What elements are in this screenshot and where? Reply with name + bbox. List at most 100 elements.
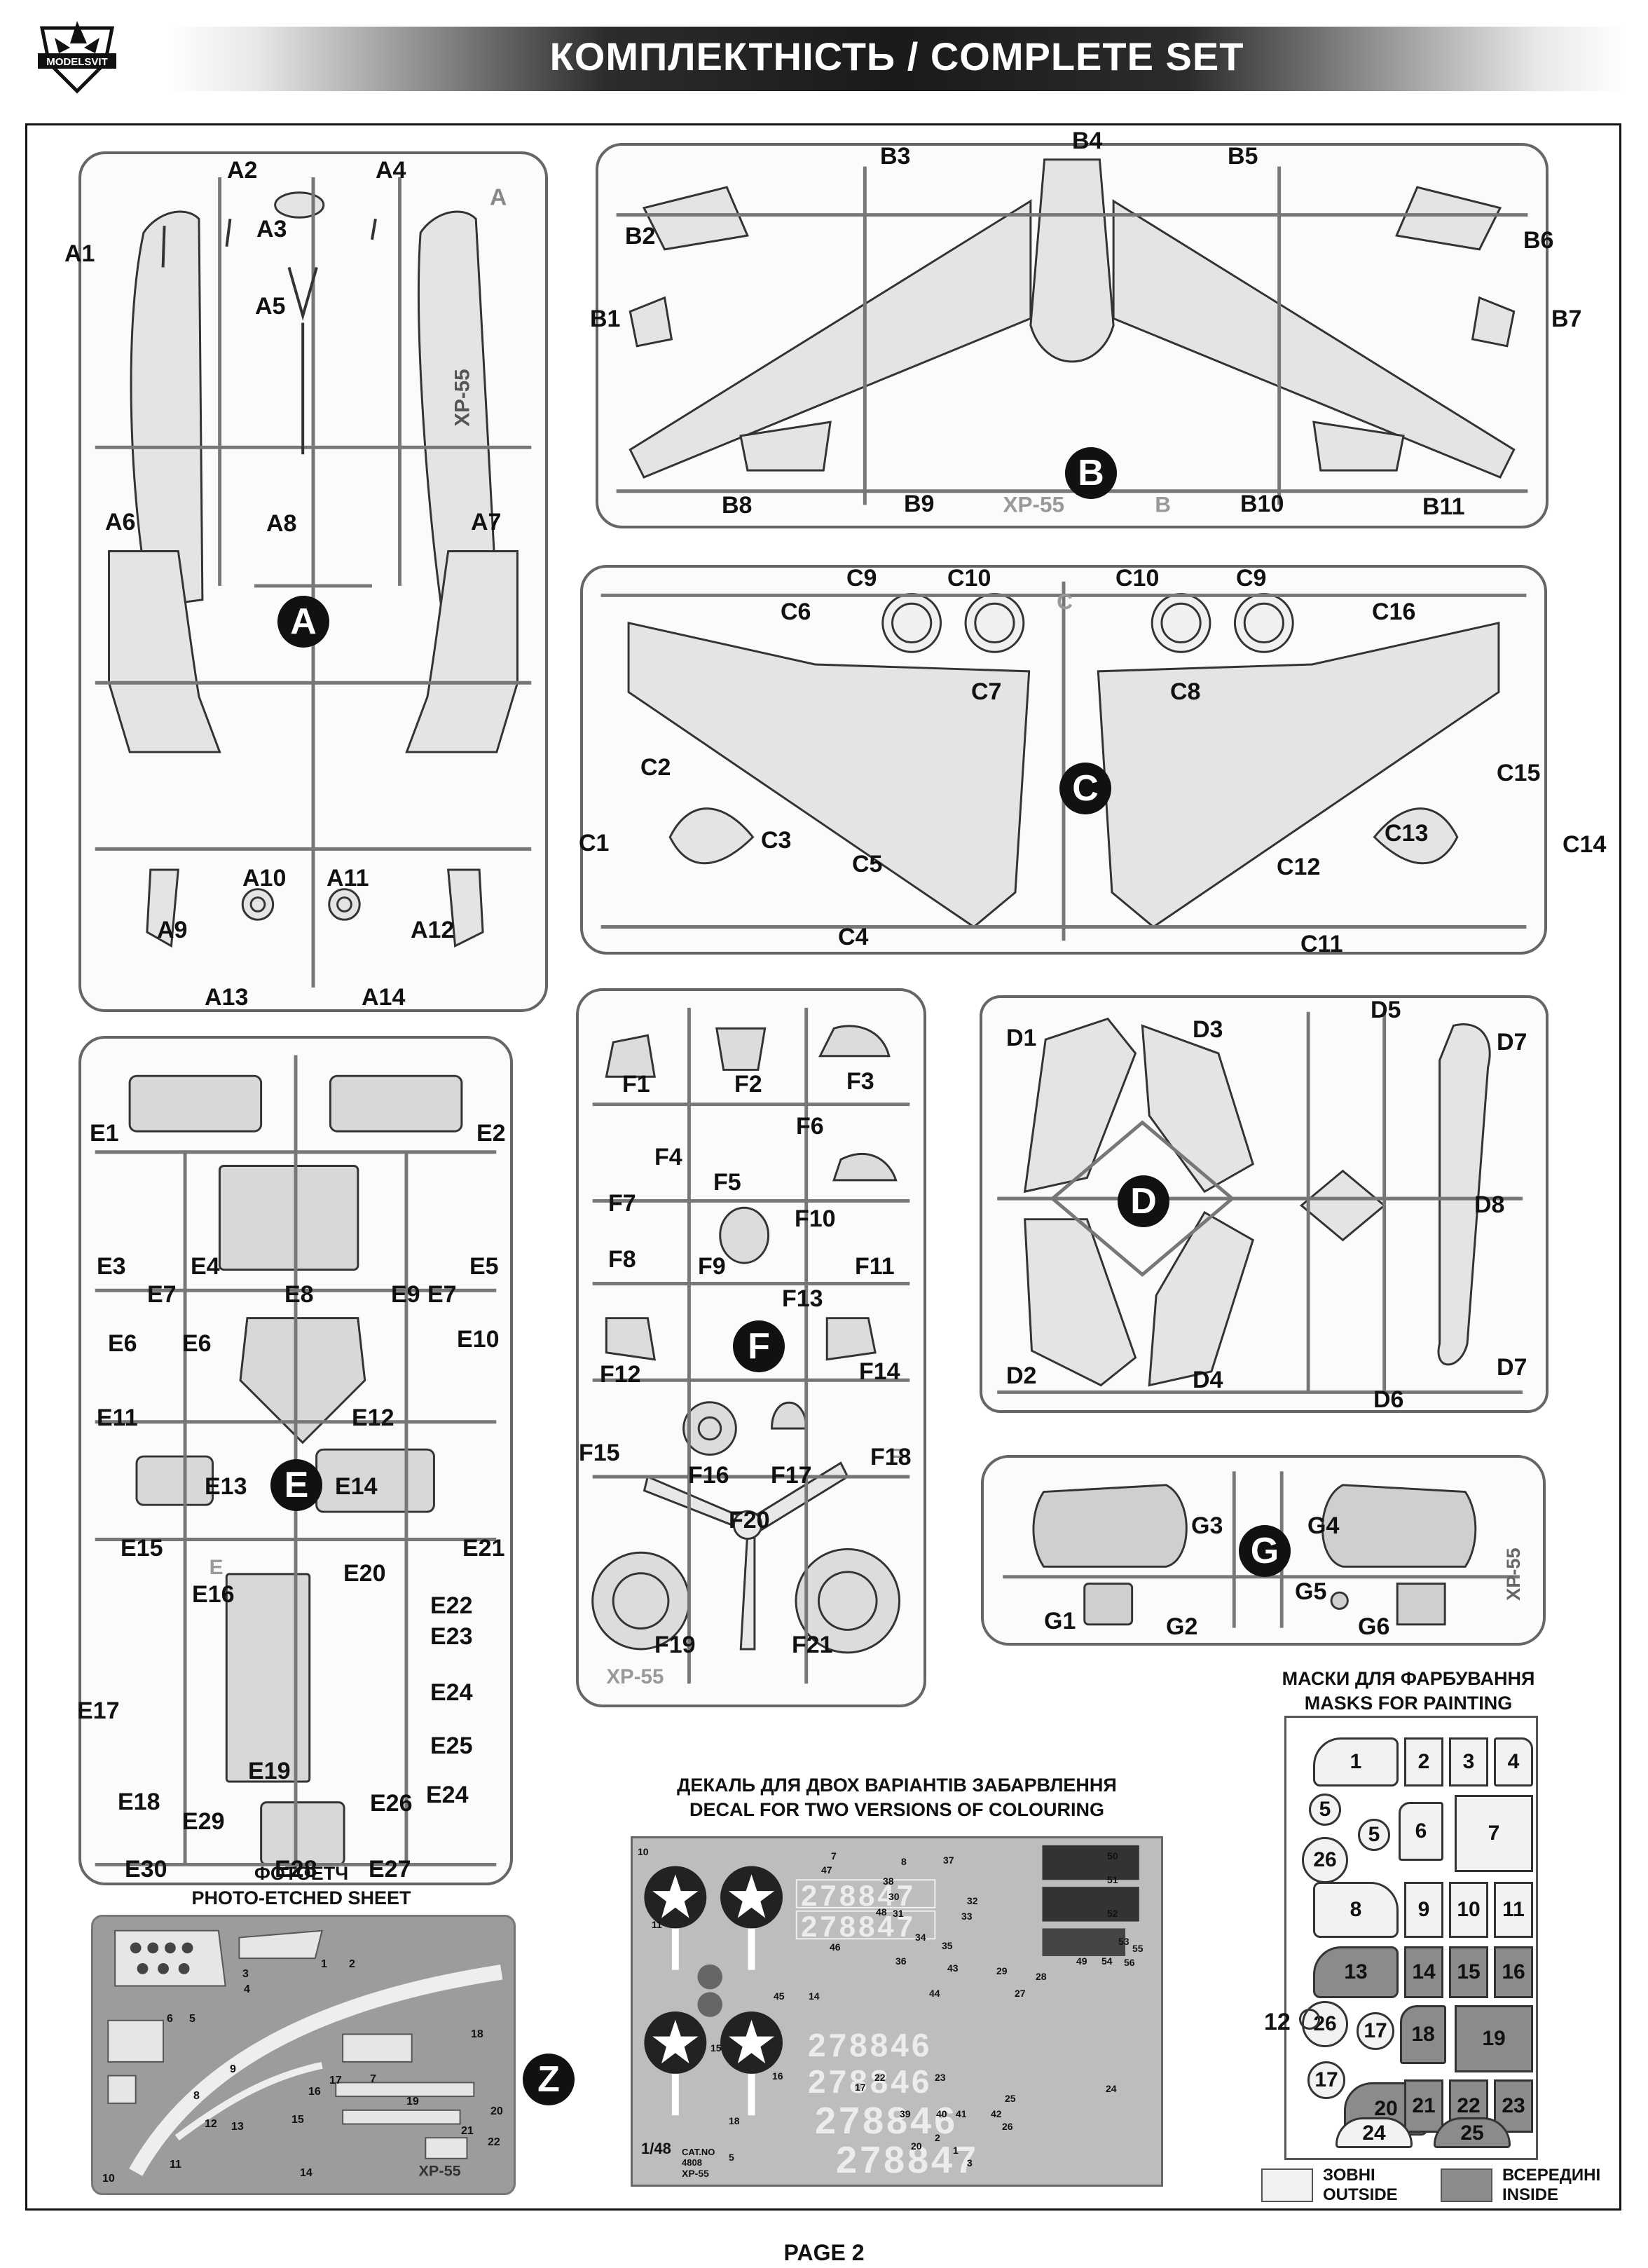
legend-inside-en: INSIDE <box>1502 2185 1559 2204</box>
part-label-g2: G2 <box>1166 1613 1198 1640</box>
decal-number: 1 <box>953 2145 959 2156</box>
decal-number: 51 <box>1107 1874 1118 1885</box>
part-label-e24-a: E24 <box>430 1679 473 1706</box>
decal-number: 42 <box>991 2108 1002 2119</box>
photo-etch-title-en: PHOTO-ETCHED SHEET <box>191 1887 411 1909</box>
part-label-e12: E12 <box>352 1405 394 1431</box>
decal-number: 47 <box>821 1864 832 1876</box>
page-title: КОМПЛЕКТНІСТЬ / COMPLETE SET <box>549 34 1244 78</box>
part-label-e19: E19 <box>248 1758 291 1784</box>
decal-model-tag: XP-55 <box>682 2168 709 2179</box>
part-label-c10-left: C10 <box>947 565 991 592</box>
modelsvit-logo: MODELSVIT <box>38 21 116 94</box>
photo-etch-number: 10 <box>102 2173 115 2185</box>
decal-serial-5: 278846 <box>815 2100 959 2142</box>
part-label-e16: E16 <box>192 1581 235 1608</box>
decal-number: 40 <box>936 2108 947 2119</box>
part-label-b8: B8 <box>722 492 753 519</box>
mask-3: 3 <box>1449 1737 1488 1787</box>
part-label-d2: D2 <box>1006 1362 1037 1389</box>
photo-etch-number: 11 <box>170 2159 181 2171</box>
mask-10: 10 <box>1449 1882 1488 1938</box>
part-label-e29: E29 <box>182 1808 225 1835</box>
photo-etch-number: 17 <box>329 2075 342 2086</box>
photo-etch-number: 16 <box>308 2086 321 2098</box>
part-label-f13: F13 <box>782 1285 823 1312</box>
decal-number: 11 <box>652 1919 662 1930</box>
legend-outside-ua: ЗОВНІ <box>1323 2166 1375 2185</box>
part-label-a9: A9 <box>157 917 188 943</box>
photo-etch-number: 18 <box>471 2028 483 2040</box>
part-label-e30: E30 <box>125 1856 167 1883</box>
mask-14: 14 <box>1404 1946 1443 1998</box>
sprue-g-letter: G <box>1239 1525 1291 1577</box>
mask-1: 1 <box>1313 1737 1399 1787</box>
part-label-d4: D4 <box>1193 1367 1223 1393</box>
legend-outside: ЗОВНІ OUTSIDE <box>1323 2166 1398 2204</box>
decal-number: 25 <box>1005 2093 1016 2104</box>
part-label-f18: F18 <box>870 1444 912 1470</box>
part-label-f21: F21 <box>792 1632 833 1658</box>
mask-side-label-12: 12 <box>1264 2009 1291 2035</box>
decal-scale: 1/48 <box>641 2140 671 2157</box>
part-label-a2: A2 <box>227 157 258 184</box>
decal-number: 28 <box>1036 1971 1047 1982</box>
decal-number: 36 <box>895 1955 907 1967</box>
page-frame <box>25 123 1621 2211</box>
mask-11: 11 <box>1494 1882 1533 1938</box>
sprue-b-letter: B <box>1065 447 1117 499</box>
decal-number: 26 <box>1002 2121 1013 2132</box>
part-label-e15: E15 <box>121 1535 163 1562</box>
decal-number: 34 <box>915 1932 926 1943</box>
part-label-e7-b: E7 <box>427 1281 457 1308</box>
sprue-g: XP-55 G <box>981 1455 1546 1646</box>
decal-number: 15 <box>710 2042 722 2054</box>
decal-number: 5 <box>729 2152 734 2163</box>
decal-number: 8 <box>901 1856 907 1867</box>
part-label-a5: A5 <box>255 293 286 320</box>
decal-serial-1: 278847 <box>801 1879 916 1912</box>
photo-etch-number: 7 <box>370 2073 376 2085</box>
decal-number: 46 <box>830 1941 841 1953</box>
part-label-d8: D8 <box>1474 1191 1505 1218</box>
sprue-a-letter: A <box>277 596 329 648</box>
part-label-b5: B5 <box>1228 143 1258 170</box>
part-label-f8: F8 <box>608 1246 636 1273</box>
decal-number: 2 <box>935 2132 940 2143</box>
decal-number: 39 <box>900 2108 911 2119</box>
masks-sheet: 1 2 3 4 5 5 26 6 7 8 9 10 11 13 14 15 16… <box>1284 1716 1538 2160</box>
part-label-a6: A6 <box>105 509 136 535</box>
decal-number: 16 <box>772 2070 783 2082</box>
part-label-c7: C7 <box>971 678 1002 705</box>
sprue-a: XP-55 A A <box>78 151 548 1012</box>
part-label-e26: E26 <box>370 1790 413 1817</box>
photo-etch-number: 12 <box>205 2118 217 2130</box>
decal-number: 49 <box>1076 1955 1087 1967</box>
mask-5-a: 5 <box>1309 1794 1341 1826</box>
part-label-e9: E9 <box>391 1281 420 1308</box>
photo-etch-drawing: XP-55 <box>107 1929 503 2179</box>
part-label-e27: E27 <box>369 1856 411 1883</box>
mask-15: 15 <box>1449 1946 1488 1998</box>
photo-etch-number: 3 <box>242 1968 249 1980</box>
part-label-c12: C12 <box>1277 854 1321 880</box>
mask-7: 7 <box>1455 1795 1533 1872</box>
decal-number: 35 <box>942 1940 953 1951</box>
sprue-e-letter: E <box>270 1459 322 1511</box>
part-label-f17: F17 <box>771 1462 812 1489</box>
legend-inside: ВСЕРЕДИНІ INSIDE <box>1502 2166 1600 2204</box>
part-label-f2: F2 <box>734 1071 762 1098</box>
sprue-f: XP-55 F F <box>576 988 926 1707</box>
part-label-d7-bottom: D7 <box>1497 1354 1527 1381</box>
sprue-a-corner-tag: A <box>490 184 507 210</box>
photo-etch-number: 19 <box>406 2096 419 2108</box>
part-label-f6: F6 <box>796 1113 824 1140</box>
decal-number: 32 <box>967 1895 978 1906</box>
part-label-f11: F11 <box>855 1253 895 1280</box>
sprue-f-model-tag: XP-55 <box>606 1665 664 1688</box>
mask-2: 2 <box>1404 1737 1443 1787</box>
part-label-c13: C13 <box>1385 820 1429 847</box>
title-bar: КОМПЛЕКТНІСТЬ / COMPLETE SET <box>168 27 1626 91</box>
mask-9: 9 <box>1404 1882 1443 1938</box>
mask-6: 6 <box>1399 1802 1443 1861</box>
